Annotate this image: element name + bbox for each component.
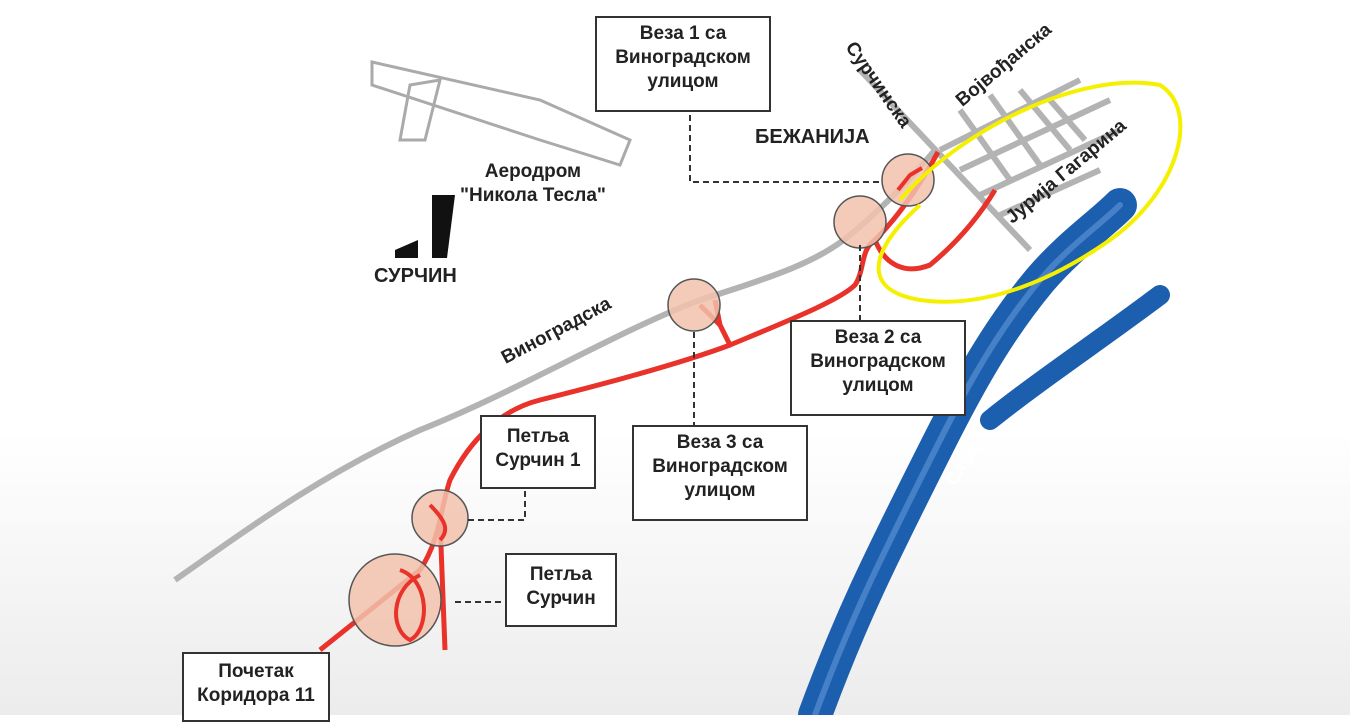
sava-river [798, 188, 1170, 715]
petlja-line2: Сурчин [526, 588, 596, 609]
label-petlja-surcin-1: Петља Сурчин 1 [480, 415, 596, 489]
veza2-line3: улицом [842, 375, 914, 396]
label-airport: Аеродром "Никола Тесла" [460, 160, 606, 208]
veza2-line1: Веза 2 са [834, 327, 922, 348]
airport-line1: Аеродром [484, 161, 582, 182]
street-grid [857, 67, 1122, 253]
pocetak-line1: Почетак [218, 661, 294, 682]
label-petlja-surcin: Петља Сурчин [505, 553, 617, 627]
veza1-line3: улицом [647, 71, 719, 92]
airport-outline [370, 60, 632, 167]
petlja1-line2: Сурчин 1 [495, 450, 581, 471]
veza1-line2: Виноградском [615, 47, 751, 68]
label-veza-1: Веза 1 са Виноградском улицом [595, 16, 771, 112]
veza2-line2: Виноградском [810, 351, 946, 372]
junction-veza2[interactable] [833, 195, 887, 249]
junction-veza3[interactable] [667, 278, 721, 332]
petlja-line1: Петља [529, 564, 593, 585]
junction-petlja-surcin[interactable] [348, 553, 442, 647]
label-veza-2: Веза 2 са Виноградском улицом [790, 320, 966, 416]
pocetak-line2: Коридора 11 [197, 685, 315, 706]
label-pocetak-koridora: Почетак Коридора 11 [182, 652, 330, 722]
interchange-ramps [394, 166, 924, 643]
surcin-buildings [395, 195, 455, 258]
veza1-line1: Веза 1 са [639, 23, 727, 44]
veza3-line2: Виноградском [652, 456, 788, 477]
airport-line2: "Никола Тесла" [460, 185, 606, 206]
label-bezanija: БЕЖАНИЈА [755, 126, 870, 148]
label-surcin: СУРЧИН [374, 265, 457, 287]
leader-lines [455, 115, 880, 603]
veza3-line3: улицом [684, 480, 756, 501]
petlja1-line1: Петља [506, 426, 570, 447]
veza3-line1: Веза 3 са [676, 432, 764, 453]
yellow-highlight-loop [876, 80, 1183, 304]
label-veza-3: Веза 3 са Виноградском улицом [632, 425, 808, 521]
